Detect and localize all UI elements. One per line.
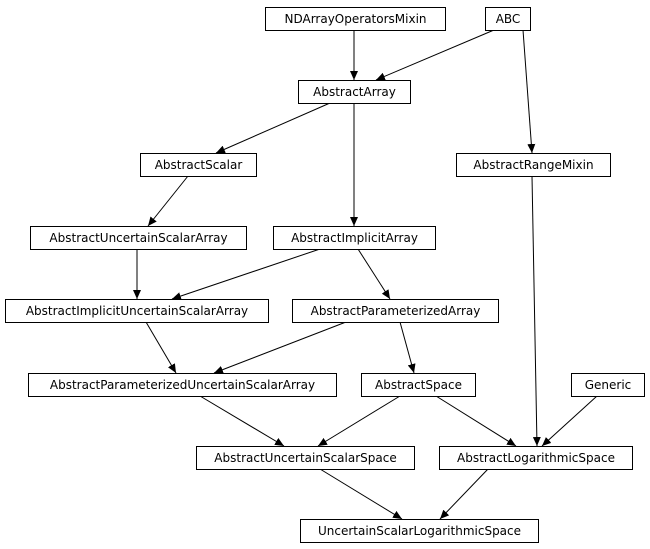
edge-abstract-parameterized-uncertain-scalar-array-to-abstract-uncertain-scalar-space — [199, 395, 285, 447]
node-box — [30, 226, 247, 250]
node-label: AbstractImplicitUncertainScalarArray — [26, 304, 248, 318]
node-box — [28, 373, 337, 397]
node-abstract-range-mixin: AbstractRangeMixin — [456, 153, 611, 177]
edge-abc-to-abstract-range-mixin — [522, 29, 536, 154]
node-box — [292, 299, 499, 323]
node-abstract-array: AbstractArray — [298, 80, 411, 104]
node-box — [485, 7, 531, 31]
node-uncertain-scalar-logarithmic-space: UncertainScalarLogarithmicSpace — [300, 519, 539, 543]
node-label: AbstractScalar — [155, 158, 243, 172]
edge-abstract-range-mixin-to-abstract-logarithmic-space — [531, 175, 541, 447]
node-abstract-uncertain-scalar-array: AbstractUncertainScalarArray — [30, 226, 247, 250]
node-label: AbstractUncertainScalarArray — [49, 231, 227, 245]
node-box — [571, 373, 645, 397]
node-abstract-space: AbstractSpace — [361, 373, 476, 397]
edge-abstract-space-to-abstract-uncertain-scalar-space — [317, 395, 401, 447]
edge-abstract-implicit-uncertain-scalar-array-to-abstract-parameterized-uncertain-scalar-array — [145, 321, 177, 374]
node-abstract-implicit-array: AbstractImplicitArray — [273, 226, 436, 250]
node-label: AbstractParameterizedArray — [311, 304, 481, 318]
node-ndarray-ops: NDArrayOperatorsMixin — [265, 7, 446, 31]
edge-abstract-space-to-abstract-logarithmic-space — [435, 395, 517, 447]
node-label: AbstractRangeMixin — [473, 158, 593, 172]
node-generic: Generic — [571, 373, 645, 397]
node-abstract-parameterized-uncertain-scalar-array: AbstractParameterizedUncertainScalarArra… — [28, 373, 337, 397]
edge-abstract-implicit-array-to-abstract-implicit-uncertain-scalar-array — [171, 248, 321, 300]
edge-abstract-logarithmic-space-to-uncertain-scalar-logarithmic-space — [439, 468, 489, 520]
node-abstract-scalar: AbstractScalar — [140, 153, 257, 177]
edge-abstract-scalar-to-abstract-uncertain-scalar-array — [147, 175, 189, 227]
edge-abstract-array-to-abstract-scalar — [215, 102, 331, 154]
node-abc: ABC — [485, 7, 531, 31]
node-box — [273, 226, 436, 250]
node-box — [456, 153, 611, 177]
node-label: AbstractUncertainScalarSpace — [214, 451, 396, 465]
node-label: AbstractSpace — [375, 378, 462, 392]
node-label: AbstractLogarithmicSpace — [457, 451, 615, 465]
node-label: AbstractArray — [313, 85, 396, 99]
edge-generic-to-abstract-logarithmic-space — [541, 395, 598, 447]
node-abstract-implicit-uncertain-scalar-array: AbstractImplicitUncertainScalarArray — [5, 299, 269, 323]
node-box — [140, 153, 257, 177]
node-box — [361, 373, 476, 397]
node-label: Generic — [585, 378, 632, 392]
node-label: NDArrayOperatorsMixin — [284, 12, 426, 26]
node-box — [298, 80, 411, 104]
node-label: UncertainScalarLogarithmicSpace — [318, 524, 521, 538]
node-box — [196, 446, 415, 470]
node-abstract-logarithmic-space: AbstractLogarithmicSpace — [439, 446, 633, 470]
node-abstract-parameterized-array: AbstractParameterizedArray — [292, 299, 499, 323]
edge-abc-to-abstract-array — [375, 29, 495, 81]
node-label: AbstractParameterizedUncertainScalarArra… — [50, 378, 315, 392]
node-box — [265, 7, 446, 31]
node-box — [300, 519, 539, 543]
edge-abstract-uncertain-scalar-space-to-uncertain-scalar-logarithmic-space — [319, 468, 403, 520]
node-box — [439, 446, 633, 470]
edge-abstract-parameterized-array-to-abstract-parameterized-uncertain-scalar-array — [213, 321, 347, 374]
edge-abstract-parameterized-array-to-abstract-space — [399, 321, 416, 374]
node-label: ABC — [496, 12, 521, 26]
nodes: NDArrayOperatorsMixin ABC AbstractArrayAbs… — [5, 7, 645, 543]
node-box — [5, 299, 269, 323]
node-abstract-uncertain-scalar-space: AbstractUncertainScalarSpace — [196, 446, 415, 470]
edges — [133, 29, 598, 520]
node-label: AbstractImplicitArray — [291, 231, 418, 245]
edge-abstract-implicit-array-to-abstract-parameterized-array — [357, 248, 391, 300]
